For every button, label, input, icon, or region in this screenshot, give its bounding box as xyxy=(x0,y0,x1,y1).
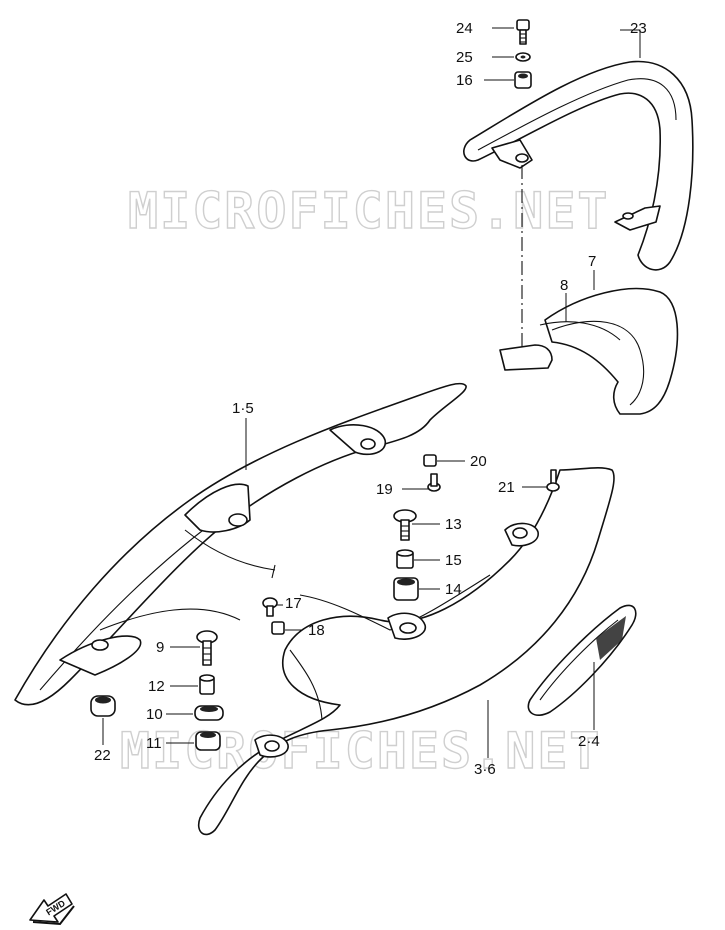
callout-17: 17 xyxy=(285,595,302,612)
callout-10: 10 xyxy=(146,706,163,723)
cushion-14 xyxy=(393,577,419,601)
emblem xyxy=(527,604,637,716)
callout-11: 11 xyxy=(146,735,162,752)
bolt-13 xyxy=(393,509,417,541)
right-frame-cover xyxy=(197,467,615,836)
fwd-indicator: FWD xyxy=(29,893,75,926)
callout-14: 14 xyxy=(445,581,462,598)
leader-lines xyxy=(102,27,641,758)
nut-20 xyxy=(423,454,437,467)
watermark-top: MICROFICHES.NET xyxy=(128,182,610,240)
callout-23: 23 xyxy=(630,20,647,37)
watermark-bottom: MICROFICHES.NET xyxy=(120,722,602,780)
callout-20: 20 xyxy=(470,453,487,470)
callout-21: 21 xyxy=(498,479,515,496)
callout-9: 9 xyxy=(156,639,164,656)
callout-labels: 24 25 16 23 7 8 1·5 20 19 21 13 15 14 17… xyxy=(94,20,647,778)
callout-15: 15 xyxy=(445,552,462,569)
spacer-12 xyxy=(199,674,215,695)
callout-7: 7 xyxy=(588,253,596,270)
callout-8: 8 xyxy=(560,277,568,294)
grommet-22 xyxy=(90,695,116,717)
bolt-9 xyxy=(196,630,218,666)
callout-1-5: 1·5 xyxy=(232,400,254,417)
callout-3-6: 3·6 xyxy=(474,761,496,778)
screw-21 xyxy=(546,469,560,492)
callout-25: 25 xyxy=(456,49,473,66)
seat-tail-cover xyxy=(499,287,679,415)
left-frame-cover xyxy=(14,382,467,706)
callout-2-4: 2·4 xyxy=(578,733,600,750)
grab-rail xyxy=(463,60,694,271)
rail-cushion xyxy=(514,71,532,89)
rail-washer xyxy=(515,52,531,62)
callout-13: 13 xyxy=(445,516,462,533)
washer-10 xyxy=(194,705,224,721)
callout-16: 16 xyxy=(456,72,473,89)
callout-19: 19 xyxy=(376,481,393,498)
callout-22: 22 xyxy=(94,747,111,764)
screw-17 xyxy=(262,597,278,617)
callout-18: 18 xyxy=(308,622,325,639)
nut-18 xyxy=(271,621,285,635)
spacer-15 xyxy=(396,549,414,569)
rail-bolt xyxy=(516,19,530,45)
cushion-11 xyxy=(195,731,221,751)
callout-12: 12 xyxy=(148,678,165,695)
callout-24: 24 xyxy=(456,20,473,37)
screw-19 xyxy=(427,473,441,492)
